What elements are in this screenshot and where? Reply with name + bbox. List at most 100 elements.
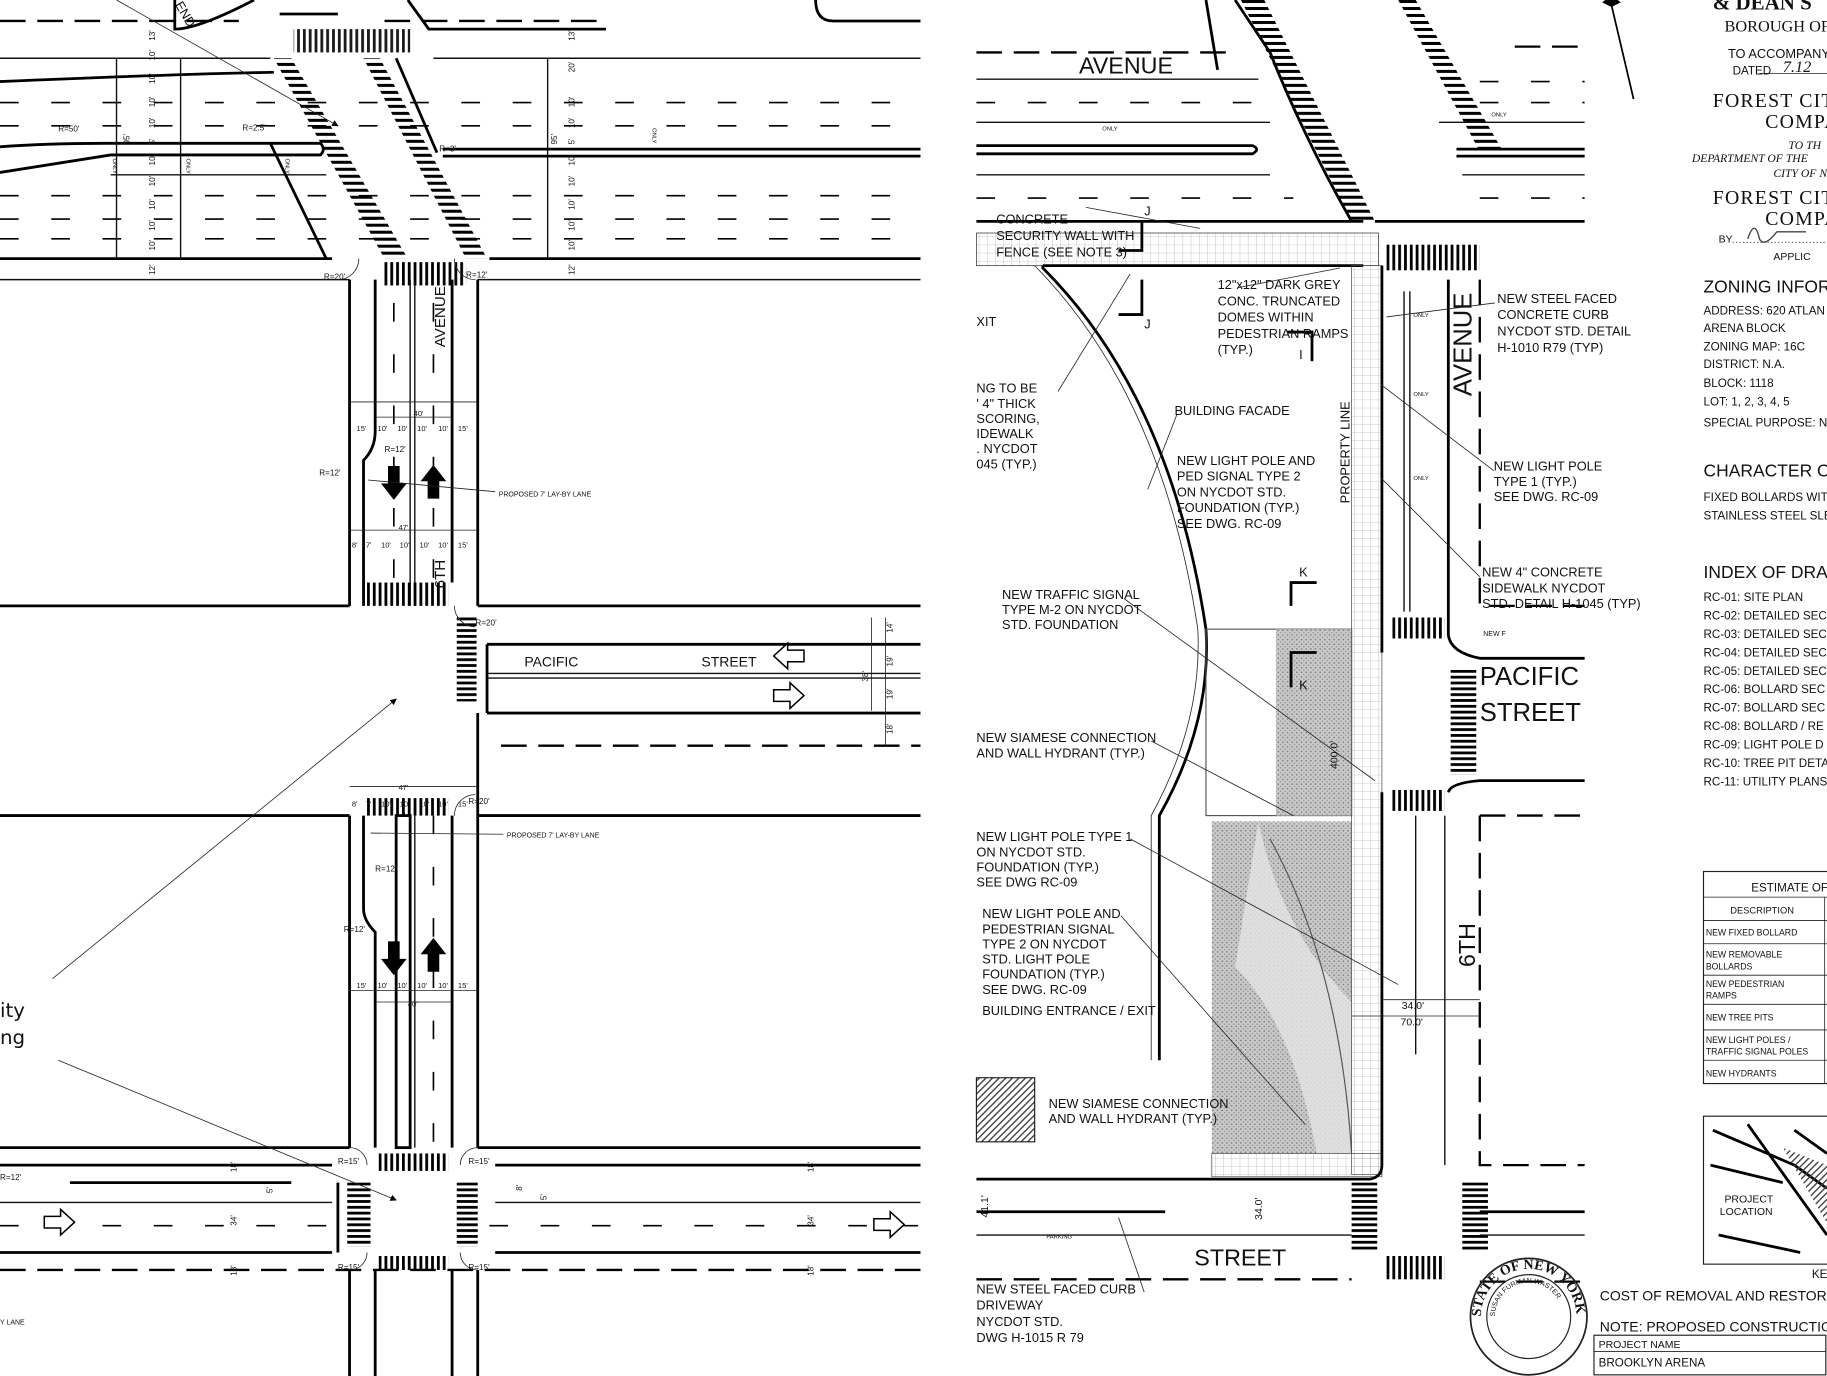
lane-width-dim: 10' [417,424,427,433]
lane-width-dim: 47' [398,783,408,792]
callout-security-wall: FENCE (SEE NOTE 3) [996,244,1127,259]
lane-width-dim: 10' [148,239,157,250]
callout-traffic-signal: TYPE M-2 ON NYCDOT [1002,602,1142,617]
signature [1747,227,1807,243]
total-width-dim: 95' [122,133,131,144]
callout-light-ped-signal: PEDESTRIAN SIGNAL [982,921,1114,936]
svg-text:SUSAN FURMAN WASTER: SUSAN FURMAN WASTER [1490,1278,1562,1317]
crosswalk-pacific-north [367,582,449,606]
lane-width-dim: 10' [397,981,407,990]
section-mark: K [1299,565,1308,580]
zoning-title: ZONING INFORM [1703,276,1827,296]
lane-width-dim: 10' [567,239,576,250]
street-width-dim: 14' [886,622,895,633]
lane-width-dim: 10' [567,117,576,128]
key-map [1702,1115,1827,1265]
company-name: FOREST CIT [1713,90,1827,112]
company-name: COMPA [1765,111,1827,133]
layby-lane-callout: PROPOSED 7' LAY-BY LANE [499,491,592,498]
callout-paving: IDEWALK [976,426,1034,441]
lane-width-dim: 7' [366,799,372,808]
callout-truncated-domes: 12"x12" DARK GREY [1218,277,1341,292]
lane-width-dim: 10' [148,154,157,165]
lane-width-dim: 15' [357,424,367,433]
layby-lane-callout: PROPOSED 7' LAY-BY LANE [507,833,600,840]
zoning-item: DISTRICT: N.A. [1703,358,1785,371]
lane-width-dim: 10' [378,424,388,433]
character-item: FIXED BOLLARDS WITH [1703,491,1827,504]
zoning-item: BLOCK: 1118 [1703,377,1773,390]
key-map-caption: KE [1812,1268,1827,1281]
lane-width-dim: 47' [398,523,408,532]
callout-driveway: NEW STEEL FACED CURB [976,1281,1136,1296]
street-width-dim: 41.1' [980,1195,991,1217]
street-width-dim: 18' [230,1265,239,1276]
seal-inner-text: SUSAN FURMAN WASTER [1490,1278,1562,1317]
character-title: CHARACTER OF [1703,461,1827,481]
accompany-label: TO ACCOMPANY [1728,46,1827,61]
lane-width-dim: 10' [148,50,157,61]
key-map-label: LOCATION [1720,1207,1773,1218]
drawing-index-item: RC-08: BOLLARD / RE [1703,720,1824,733]
street-width-dim: 19' [886,688,895,699]
callout-siamese: AND WALL HYDRANT (TYP.) [976,745,1145,760]
lane-width-dim: 10' [419,541,429,550]
callout-paving: NG TO BE [976,381,1037,396]
callout-new-f: NEW F [1483,631,1506,638]
callout-light-ped-signal: FOUNDATION (TYP.) [982,967,1105,982]
parking-label: PARKING [1046,1235,1072,1241]
callout-truncated-domes: PEDESTRIAN RAMPS [1218,326,1349,341]
lane-width-dim: 10' [381,799,391,808]
drawing-index-item: RC-09: LIGHT POLE D [1703,738,1823,751]
radius-dim: R=15' [338,1157,360,1166]
company-name: FOREST CIT [1713,187,1827,209]
street-width-dim: 70.0' [1401,1017,1423,1028]
radius-dim: R=15' [338,1263,360,1272]
project-title: & DEAN S [1713,0,1812,14]
lane-width-dim: 10' [381,541,391,550]
street-width-dim: 19' [886,655,895,666]
callout-driveway: DRIVEWAY [976,1298,1043,1313]
street-width-dim: 8' [515,1184,524,1191]
lane-width-dim: 12' [148,264,157,275]
northbound-arrow-upper [420,464,447,499]
callout-traffic-signal: NEW TRAFFIC SIGNAL [1002,587,1140,602]
to-dept-label: TO TH [1789,139,1822,152]
lane-width-dim: 5' [148,138,157,145]
lane-width-dim: 8' [352,799,358,808]
estimate-row: NEW FIXED BOLLARD [1706,928,1798,938]
callout-traffic-signal: STD. FOUNDATION [1002,617,1118,632]
callout-driveway: DWG H-1015 R 79 [976,1330,1083,1345]
callout-security-wall: CONCRETE [996,212,1068,227]
radius-dim: R=12' [375,865,397,874]
callout-light-ped-signal: FOUNDATION (TYP.) [1177,500,1300,515]
estimate-row: BOLLARDS [1706,961,1753,971]
lane-width-dim: 12' [567,264,576,275]
lane-width-dim: 10' [148,175,157,186]
only-marking: ONLY [1413,313,1429,319]
radius-dim: R=15' [468,1263,490,1272]
lane-width-dim: 10' [148,199,157,210]
left-street-plan [0,0,921,1376]
lane-width-dim: 10' [438,541,448,550]
zoning-item: ADDRESS: 620 ATLAN [1703,305,1824,318]
lane-width-dim: 10' [397,424,407,433]
callout-light-ped-signal: NEW LIGHT POLE AND [1177,453,1315,468]
lane-width-dim: 40' [414,409,424,418]
street-name-6th: 6TH [1454,923,1480,967]
street-width-dim: 18' [886,723,895,734]
lane-width-dim: 15' [458,981,468,990]
westbound-outline-arrow [772,641,805,671]
callout-paving: SCORING, [976,411,1039,426]
northbound-arrow-lower [420,937,447,972]
callout-truncated-domes: CONC. TRUNCATED [1218,293,1341,308]
drawing-index-item: RC-04: DETAILED SEC [1703,646,1826,659]
street-width-dim: 18' [806,1161,815,1172]
callout-light-ped-signal: PED SIGNAL TYPE 2 [1177,469,1301,484]
street-name-pacific-street: STREET [701,653,757,669]
section-mark: J [1144,204,1150,219]
street-width-dim: 18' [806,1265,815,1276]
estimate-row: NEW TREE PITS [1706,1013,1774,1023]
crosswalk-diagonal-east [363,58,488,259]
street-name-avenue: AVENUE [1079,52,1173,78]
